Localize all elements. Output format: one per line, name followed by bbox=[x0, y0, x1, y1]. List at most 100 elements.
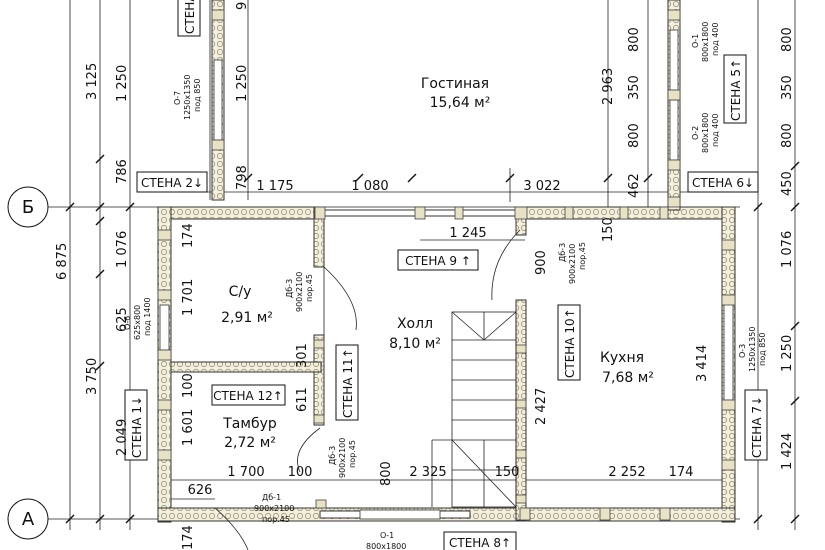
axis-b-label: Б bbox=[22, 197, 34, 218]
svg-text:301: 301 bbox=[295, 343, 310, 368]
svg-text:2 427: 2 427 bbox=[534, 388, 549, 425]
opening-d1: Дб-1 900х2100 пор.45 bbox=[254, 493, 294, 524]
opening-o1-bottom: О-1 800х1800 bbox=[366, 531, 406, 550]
svg-text:174: 174 bbox=[181, 525, 196, 550]
door-swings bbox=[214, 229, 521, 550]
wall-tag-10: СТЕНА 10↑ bbox=[557, 304, 581, 381]
svg-text:СТЕНА: СТЕНА bbox=[183, 0, 197, 34]
svg-text:СТЕНА 11↑: СТЕНА 11↑ bbox=[341, 348, 355, 418]
svg-text:2 252: 2 252 bbox=[608, 465, 645, 480]
svg-text:150: 150 bbox=[495, 465, 520, 480]
svg-text:под 400: под 400 bbox=[711, 114, 720, 147]
svg-text:Дб-3: Дб-3 bbox=[328, 446, 337, 465]
svg-text:1 245: 1 245 bbox=[449, 226, 486, 241]
dimension-ticks bbox=[65, 154, 800, 524]
wall-tag-7: СТЕНА 7↓ bbox=[744, 389, 768, 461]
svg-text:900х2100: 900х2100 bbox=[254, 504, 294, 513]
svg-text:под 400: под 400 bbox=[711, 23, 720, 56]
opening-o1-top: О-1 800х1800 под 400 bbox=[691, 22, 720, 62]
opening-o7: О-7 1250х1350 под 850 bbox=[173, 75, 202, 120]
dim-left-lower: 3 750 bbox=[85, 358, 100, 395]
svg-text:О-3: О-3 bbox=[738, 344, 747, 358]
wall-tag-11: СТЕНА 11↑ bbox=[335, 344, 359, 421]
svg-text:СТЕНА 1↓: СТЕНА 1↓ bbox=[130, 396, 144, 458]
svg-text:1 601: 1 601 bbox=[181, 409, 196, 446]
svg-text:пор.45: пор.45 bbox=[262, 515, 290, 524]
svg-text:800х1800: 800х1800 bbox=[366, 542, 406, 550]
svg-text:СТЕНА 8↑: СТЕНА 8↑ bbox=[449, 536, 511, 550]
svg-text:1 700: 1 700 bbox=[227, 465, 264, 480]
svg-text:Дб-3: Дб-3 bbox=[285, 279, 294, 298]
wall-tag-1: СТЕНА 1↓ bbox=[124, 389, 148, 461]
svg-text:1 250: 1 250 bbox=[780, 335, 795, 372]
wall-tags: СТЕНА 2↓ СТЕНА 6↓ СТЕНА 9 ↑ СТЕНА 12↑ СТ… bbox=[124, 0, 768, 550]
room-hall-area: 8,10 м² bbox=[389, 336, 441, 352]
opening-d3-wc: Дб-3 900х2100 пор.45 bbox=[285, 272, 314, 312]
svg-text:1250х1350: 1250х1350 bbox=[748, 327, 757, 372]
svg-text:462: 462 bbox=[627, 173, 642, 198]
room-living-name: Гостиная bbox=[421, 76, 489, 92]
room-vestibule-name: Тамбур bbox=[222, 416, 277, 432]
svg-text:2 963: 2 963 bbox=[601, 68, 616, 105]
opening-o2: О-2 800х1800 под 400 bbox=[691, 113, 720, 153]
svg-text:350: 350 bbox=[627, 75, 642, 100]
opening-o3: О-3 1250х1350 под 850 bbox=[738, 327, 767, 372]
svg-text:350: 350 bbox=[780, 75, 795, 100]
svg-text:800: 800 bbox=[379, 461, 394, 486]
svg-text:О-6: О-6 bbox=[123, 316, 132, 330]
svg-text:900: 900 bbox=[534, 250, 549, 275]
svg-text:1 175: 1 175 bbox=[256, 179, 293, 194]
svg-text:под 850: под 850 bbox=[193, 79, 202, 112]
svg-text:1 250: 1 250 bbox=[235, 65, 250, 102]
room-kitchen-area: 7,68 м² bbox=[602, 370, 654, 386]
dimension-labels: 6 875 3 125 3 750 1 250 786 1 076 625 2 … bbox=[55, 2, 795, 550]
wall-tag-9: СТЕНА 9 ↑ bbox=[397, 249, 479, 271]
svg-text:800: 800 bbox=[780, 27, 795, 52]
svg-text:под 850: под 850 bbox=[758, 333, 767, 366]
room-wc-area: 2,91 м² bbox=[221, 310, 273, 326]
svg-text:О-1: О-1 bbox=[691, 34, 700, 48]
svg-text:800: 800 bbox=[780, 123, 795, 148]
svg-text:1 250: 1 250 bbox=[115, 65, 130, 102]
room-vestibule-area: 2,72 м² bbox=[224, 435, 276, 451]
svg-text:625: 625 bbox=[115, 307, 130, 332]
room-hall-name: Холл bbox=[397, 316, 433, 332]
wall-tag-2: СТЕНА 2↓ bbox=[136, 171, 208, 193]
svg-text:3 022: 3 022 bbox=[523, 179, 560, 194]
room-kitchen-name: Кухня bbox=[600, 350, 644, 366]
wall-tag-8: СТЕНА 8↑ bbox=[443, 531, 517, 550]
svg-text:Дб-3: Дб-3 bbox=[558, 243, 567, 262]
staircase bbox=[431, 311, 517, 508]
wall-tag-12: СТЕНА 12↑ bbox=[211, 384, 286, 406]
axis-marker-b: Б bbox=[7, 186, 49, 228]
room-wc-name: С/у bbox=[229, 284, 252, 300]
svg-text:900х2100: 900х2100 bbox=[295, 272, 304, 312]
svg-text:1 424: 1 424 bbox=[780, 433, 795, 470]
svg-text:Дб-1: Дб-1 bbox=[262, 493, 281, 502]
svg-text:9: 9 bbox=[235, 2, 250, 10]
svg-text:СТЕНА 9 ↑: СТЕНА 9 ↑ bbox=[405, 254, 471, 268]
svg-text:150: 150 bbox=[601, 217, 616, 242]
horizontal-dimension-lines bbox=[160, 191, 740, 500]
opening-d3-hall: Дб-3 900х2100 пор.45 bbox=[558, 242, 587, 284]
svg-text:1 701: 1 701 bbox=[181, 279, 196, 316]
svg-text:100: 100 bbox=[181, 373, 196, 398]
svg-text:СТЕНА 10↑: СТЕНА 10↑ bbox=[563, 308, 577, 378]
svg-text:1 076: 1 076 bbox=[780, 231, 795, 268]
svg-text:800: 800 bbox=[627, 123, 642, 148]
svg-text:СТЕНА 2↓: СТЕНА 2↓ bbox=[141, 176, 203, 190]
svg-text:пор.45: пор.45 bbox=[578, 242, 587, 270]
svg-text:пор.45: пор.45 bbox=[305, 274, 314, 302]
svg-text:2 049: 2 049 bbox=[115, 419, 130, 456]
svg-text:О-7: О-7 bbox=[173, 91, 182, 105]
svg-text:100: 100 bbox=[288, 465, 313, 480]
svg-text:СТЕНА 7↓: СТЕНА 7↓ bbox=[750, 396, 764, 458]
svg-text:3 414: 3 414 bbox=[695, 345, 710, 382]
svg-text:174: 174 bbox=[181, 223, 196, 248]
svg-text:786: 786 bbox=[115, 159, 130, 184]
svg-text:626: 626 bbox=[188, 483, 213, 498]
wall-tag-6: СТЕНА 6↓ bbox=[687, 171, 759, 193]
svg-text:800: 800 bbox=[627, 27, 642, 52]
svg-text:2 325: 2 325 bbox=[409, 465, 446, 480]
